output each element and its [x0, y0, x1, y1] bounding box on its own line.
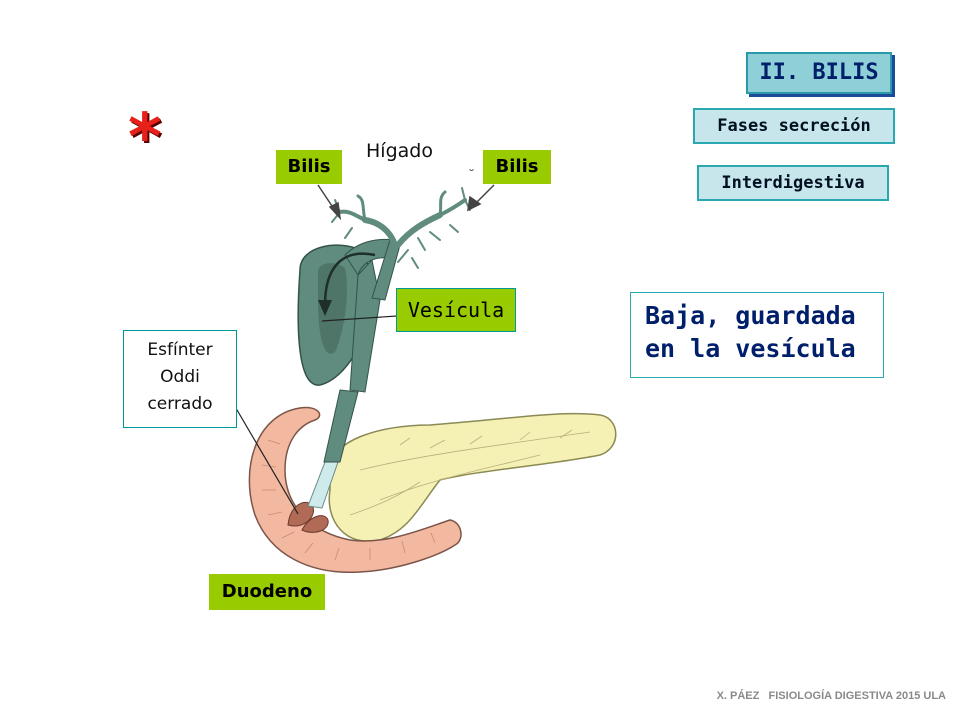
phases-label: Fases secreción — [693, 108, 895, 144]
sphincter-line-2: Oddi — [160, 367, 200, 387]
bile-arrows — [317, 184, 495, 221]
common-bile-duct — [323, 389, 359, 463]
svg-text:˘: ˘ — [468, 168, 475, 184]
duodenum-label: Duodeno — [209, 574, 325, 610]
gallbladder-leader — [321, 315, 398, 322]
bile-label-left: Bilis — [276, 150, 342, 184]
note-line-2: en la vesícula — [645, 334, 856, 363]
red-asterisk-icon: * — [128, 101, 162, 175]
sphincter-label-box: Esfínter Oddi cerrado — [123, 330, 237, 428]
bile-label-right: Bilis — [483, 150, 551, 184]
liver-label: Hígado — [366, 140, 433, 162]
duodenum-shape — [248, 406, 462, 574]
footer-credit: X. PÁEZ FISIOLOGÍA DIGESTIVA 2015 ULA — [716, 690, 946, 702]
sphincter-line-3: cerrado — [147, 394, 213, 414]
sphincter-leader — [229, 397, 299, 515]
sphincter-line-1: Esfínter — [147, 340, 213, 360]
note-box: Baja, guardada en la vesícula — [630, 292, 884, 378]
gallbladder-label: Vesícula — [396, 288, 516, 332]
note-line-1: Baja, guardada — [645, 301, 856, 330]
phase-current-label: Interdigestiva — [697, 165, 889, 201]
pancreas-shape — [328, 412, 617, 543]
section-title-badge: II. BILIS — [746, 52, 892, 94]
